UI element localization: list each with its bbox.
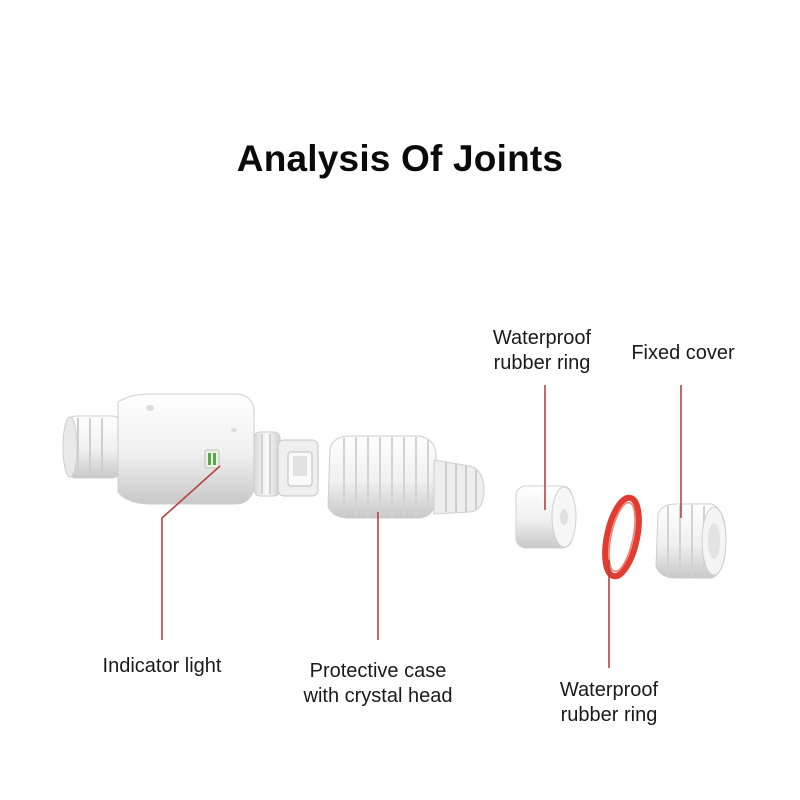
fixed-cover-part: [655, 503, 727, 579]
white-rubber-ring-part: [515, 485, 577, 549]
label-rubber-ring-bottom-line2: rubber ring: [560, 704, 658, 726]
label-protective-case-line1: Protective case: [309, 660, 447, 682]
label-protective-case-line2: with crystal head: [303, 685, 453, 707]
label-rubber-ring-top-line2: rubber ring: [493, 352, 591, 374]
label-protective-case: Protective case with crystal head: [288, 659, 468, 709]
connector-body: [62, 393, 319, 505]
label-fixed-cover-text: Fixed cover: [631, 342, 735, 364]
label-fixed-cover: Fixed cover: [618, 341, 748, 366]
label-indicator-light-text: Indicator light: [102, 655, 222, 677]
label-rubber-ring-bottom-line1: Waterproof: [559, 679, 659, 701]
label-rubber-ring-top: Waterproof rubber ring: [478, 326, 606, 376]
label-indicator-light: Indicator light: [92, 654, 232, 679]
diagram-title: Analysis Of Joints: [236, 138, 564, 179]
leader-line-indicator: [161, 465, 221, 640]
label-rubber-ring-bottom: Waterproof rubber ring: [545, 678, 673, 728]
red-rubber-ring-part: [602, 494, 642, 580]
protective-case-part: [327, 435, 485, 519]
label-rubber-ring-top-line1: Waterproof: [492, 327, 592, 349]
indicator-led: [208, 453, 211, 465]
